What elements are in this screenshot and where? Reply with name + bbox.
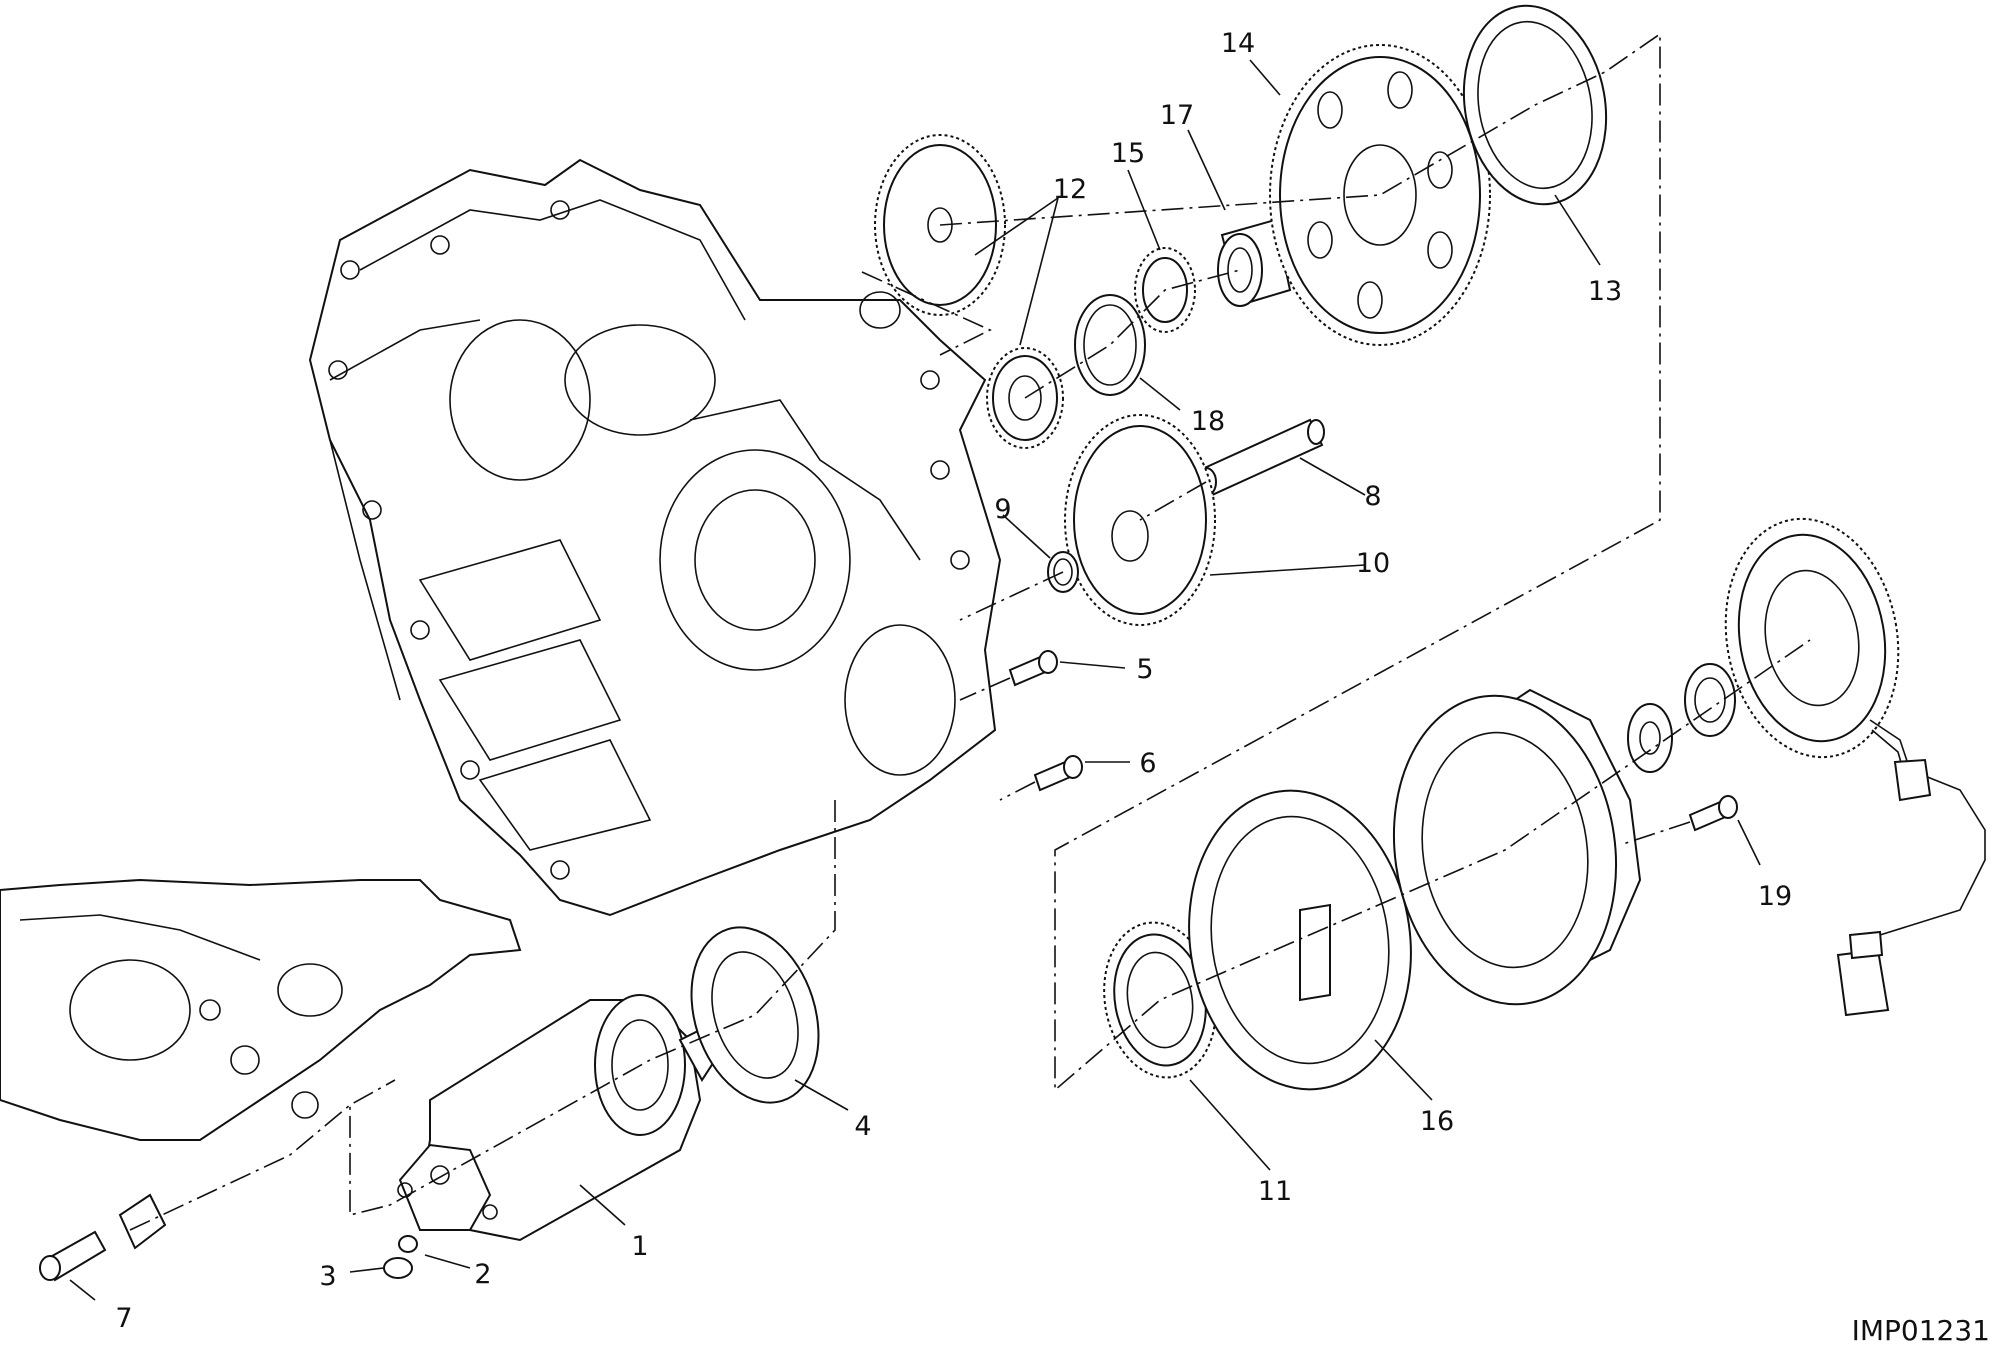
- crankcase-housing: [308, 158, 1002, 917]
- stator-wiring-and-connector: [1836, 719, 1986, 1017]
- callout-7: 7: [115, 1303, 132, 1334]
- callout-15: 15: [1111, 138, 1145, 169]
- callout-4: 4: [854, 1111, 871, 1142]
- callout-10: 10: [1356, 548, 1390, 579]
- callout-6: 6: [1139, 748, 1156, 779]
- spacer-and-bolt: [39, 1193, 167, 1282]
- bolt-5: [1008, 650, 1058, 687]
- crankcase-fragment-lower-left: [0, 878, 522, 1141]
- callout-8: 8: [1364, 481, 1381, 512]
- callout-5: 5: [1136, 654, 1153, 685]
- bolt-6: [1033, 755, 1083, 792]
- starter-gasket: [690, 926, 820, 1104]
- nut-and-washer: [383, 1235, 418, 1279]
- callout-18: 18: [1191, 406, 1225, 437]
- assembly-lines: [129, 32, 1811, 1231]
- washer-and-bearing: [1627, 663, 1736, 773]
- callout-13: 13: [1588, 276, 1622, 307]
- starter-motor: [397, 994, 717, 1242]
- callout-11: 11: [1258, 1176, 1292, 1207]
- bolt-19: [1688, 795, 1738, 832]
- bushing-17: [1217, 218, 1292, 307]
- stator: [1724, 517, 1900, 759]
- callout-16: 16: [1420, 1106, 1454, 1137]
- callout-9: 9: [994, 494, 1011, 525]
- rotor: [1392, 688, 1642, 1006]
- callout-1: 1: [631, 1231, 648, 1262]
- thrust-washer-18: [1074, 294, 1146, 396]
- callout-14: 14: [1221, 28, 1255, 59]
- callout-3: 3: [319, 1261, 336, 1292]
- figure-reference-code: IMP01231: [1852, 1314, 1990, 1347]
- callout-2: 2: [474, 1259, 491, 1290]
- callout-19: 19: [1758, 881, 1792, 912]
- callout-17: 17: [1160, 100, 1194, 131]
- callout-12: 12: [1053, 174, 1087, 205]
- large-gear-14: [1269, 44, 1491, 346]
- callout-labels: 1 2 3 4 5 6 7 8 9 10 11 12 13 14 15 16 1…: [115, 28, 1792, 1334]
- leader-lines: [69, 59, 1761, 1301]
